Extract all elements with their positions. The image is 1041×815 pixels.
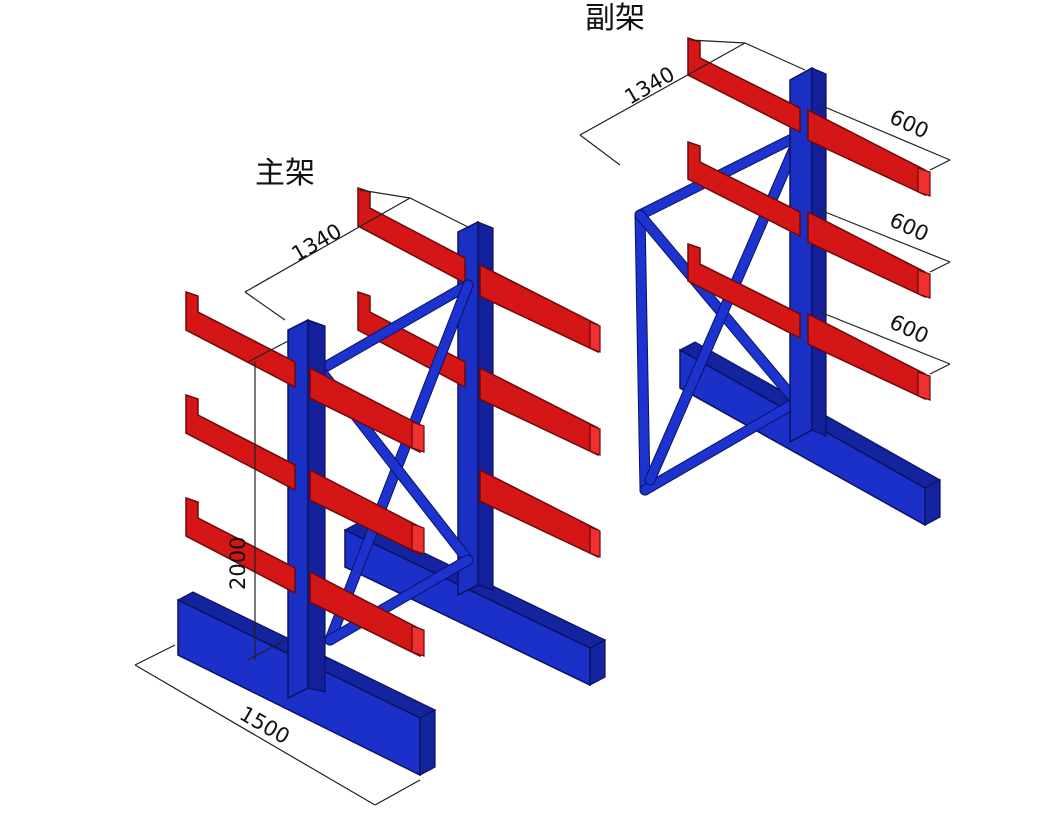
aux-rack xyxy=(579,36,951,527)
aux-arm-length-1: 600 xyxy=(886,105,932,144)
main-depth-label: 1340 xyxy=(288,219,346,267)
aux-rack-back-arms xyxy=(687,36,801,340)
main-rack xyxy=(134,186,607,806)
main-rack-front-back-arms xyxy=(185,290,296,595)
aux-rack-front-arms xyxy=(807,108,931,401)
aux-arm-length-2: 600 xyxy=(886,208,932,247)
main-rack-title: 主架 xyxy=(255,156,315,191)
aux-rack-bracing xyxy=(634,129,806,496)
main-rack-dimensions xyxy=(134,189,471,806)
aux-rack-title: 副架 xyxy=(585,1,645,36)
main-rack-front-front-arms xyxy=(309,366,425,658)
aux-arm-length-3: 600 xyxy=(886,310,932,349)
aux-depth-label: 1340 xyxy=(621,62,679,110)
main-height-label: 2000 xyxy=(226,537,250,590)
aux-rack-dimensions xyxy=(579,39,951,375)
